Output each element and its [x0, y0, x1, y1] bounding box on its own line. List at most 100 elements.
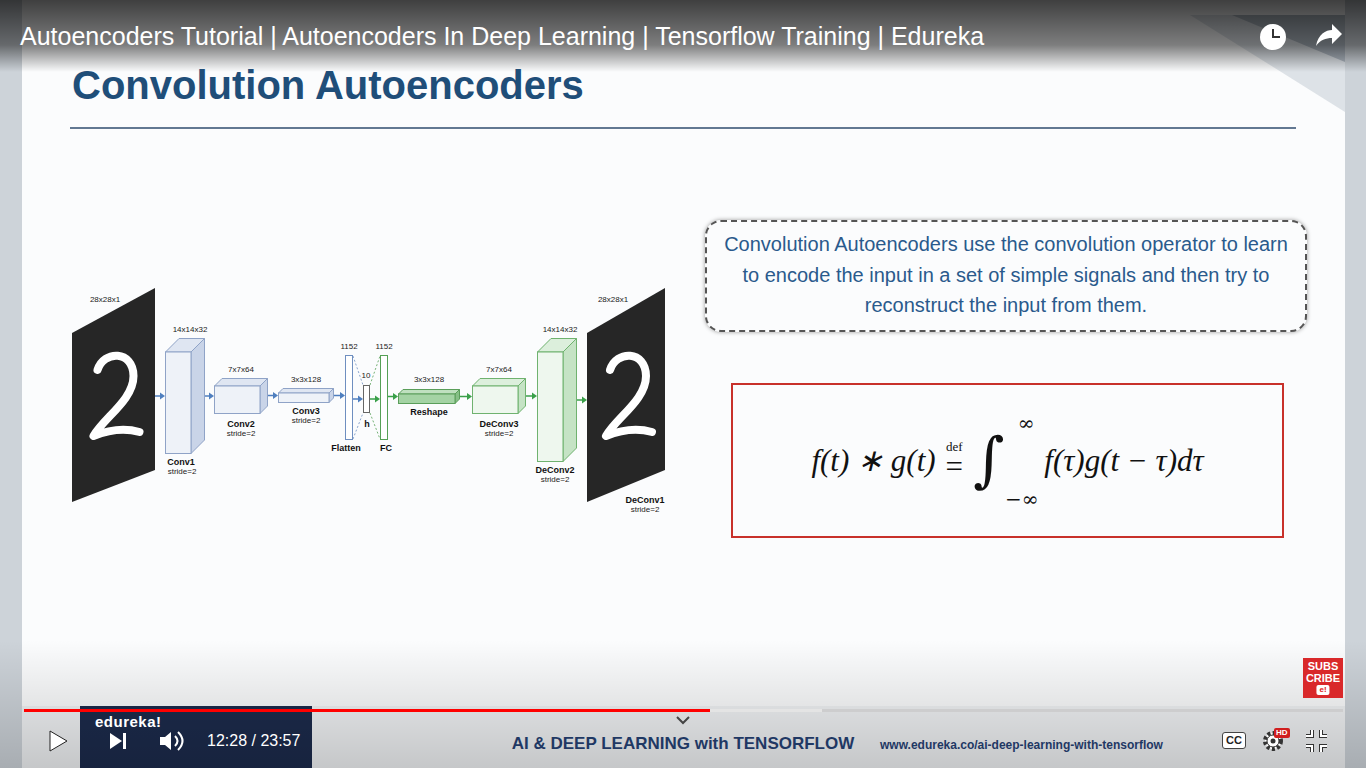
layer-arrow: [268, 392, 278, 399]
arrow-head: [375, 396, 380, 403]
video-title: Autoencoders Tutorial | Autoencoders In …: [20, 22, 984, 51]
layer-shape: [278, 388, 334, 403]
box-front-face: [473, 386, 519, 414]
box-top-face: [473, 379, 526, 387]
gear-hub: [1271, 739, 1276, 744]
layer-name: DeConv3: [479, 420, 518, 429]
arrow-head: [209, 393, 214, 400]
arrow-head: [358, 396, 363, 403]
arrow-head: [393, 393, 398, 400]
subscribe-text: CRIBE: [1306, 672, 1340, 684]
layer-name: DeConv1: [625, 496, 664, 505]
time-display: 12:28 / 23:57: [207, 732, 300, 750]
layer-shape: [363, 385, 370, 413]
feature-map-layer: 7x7x64DeConv3stride=2: [472, 378, 526, 414]
box-side-face: [260, 379, 268, 414]
def-stack: def=: [946, 440, 963, 481]
layer-shape: [345, 355, 353, 440]
next-icon: [110, 733, 122, 749]
def-mark: def: [946, 440, 963, 453]
stride-label: stride=2: [292, 417, 321, 425]
feature-map-layer: 3x3x128Conv3stride=2: [278, 388, 334, 403]
formula-term: f(t) ∗ g(t): [811, 442, 935, 479]
feature-map-layer: 14x14x32DeConv2stride=2: [537, 338, 577, 462]
box-side-face: [329, 389, 334, 403]
formula-box: f(t) ∗ g(t)def=∫∞−∞f(τ)g(t − τ)dτ: [731, 383, 1284, 538]
layer-name: FC: [380, 444, 392, 453]
dimension-label: 28x28x1: [90, 296, 120, 304]
layer-arrow: [205, 393, 214, 400]
formula-term: f(τ)g(t − τ)dτ: [1044, 443, 1203, 479]
feature-map-layer: 3x3x128Reshape: [398, 389, 460, 404]
box-front-face: [279, 393, 330, 403]
arrow-head: [273, 392, 278, 399]
vector-bar: [364, 386, 370, 413]
watch-later-icon: [1260, 24, 1286, 50]
watch-later-hands: [1273, 29, 1280, 37]
box-front-face: [399, 394, 456, 404]
image-panel: [72, 288, 155, 502]
lower-limit: −∞: [1005, 489, 1038, 509]
vector-layer: 10h: [363, 385, 370, 413]
dashed-projection: [353, 356, 363, 385]
share-icon: [1316, 24, 1342, 46]
dashed-projection: [370, 356, 380, 385]
layer-shape: [537, 338, 577, 462]
dimension-label: 3x3x128: [291, 376, 321, 384]
layer-name: DeConv2: [535, 466, 574, 475]
volume-wave: [175, 736, 178, 746]
dimension-label: 28x28x1: [598, 296, 628, 304]
stride-label: stride=2: [541, 476, 570, 484]
dimension-label: 1152: [340, 343, 357, 351]
arrow-line: [460, 396, 468, 398]
fullscreen-exit-icon: [1306, 730, 1327, 752]
stride-label: stride=2: [485, 430, 514, 438]
box-side-face: [518, 379, 526, 414]
vector-layer: 1152Flatten: [345, 355, 353, 440]
cc-button: CC: [1222, 732, 1246, 749]
title-underline: [70, 127, 1296, 129]
dimension-label: 14x14x32: [543, 326, 578, 334]
description-box: Convolution Autoencoders use the convolu…: [705, 220, 1307, 332]
course-url: www.edureka.co/ai-deep-learning-with-ten…: [880, 738, 1163, 752]
chevron-icon: [677, 717, 689, 723]
layer-arrow: [460, 393, 472, 400]
arrow-head: [340, 392, 345, 399]
layer-shape: [72, 288, 155, 502]
handwritten-digit: [94, 356, 140, 436]
layer-shape: [380, 355, 388, 440]
volume-icon: [160, 732, 171, 750]
dimension-label: 7x7x64: [228, 366, 254, 374]
subscribe-logo: e!: [1316, 685, 1329, 695]
dashed-projection: [370, 413, 380, 439]
box-front-face: [166, 352, 192, 454]
stride-label: stride=2: [168, 468, 197, 476]
formula-row: f(t) ∗ g(t)def=∫∞−∞f(τ)g(t − τ)dτ: [811, 413, 1203, 509]
layer-name: Conv2: [227, 420, 255, 429]
volume-wave: [178, 732, 183, 750]
arrow-head: [467, 393, 472, 400]
layer-shape: [214, 378, 268, 414]
image-panel-node: 28x28x1DeConv1stride=2: [587, 288, 665, 502]
vector-bar: [381, 356, 388, 440]
vector-layer: 1152FC: [380, 355, 388, 440]
vector-bar: [346, 356, 353, 440]
layer-name: Conv1: [167, 458, 195, 467]
integral-group: ∫∞−∞: [973, 413, 1038, 509]
dimension-label: 7x7x64: [486, 366, 512, 374]
layer-name: Conv3: [292, 407, 320, 416]
slide-title: Convolution Autoencoders: [72, 61, 584, 109]
dimension-label: 10: [362, 372, 371, 380]
box-top-face: [215, 379, 268, 387]
image-panel-node: 28x28x1: [72, 288, 155, 502]
stride-label: stride=2: [227, 430, 256, 438]
subscribe-text: SUBS: [1308, 660, 1339, 672]
layer-shape: [398, 389, 460, 404]
upper-limit: ∞: [1018, 413, 1035, 433]
next-icon-bar: [123, 733, 126, 749]
play-icon: [50, 731, 67, 751]
box-front-face: [215, 386, 261, 414]
layer-arrow: [577, 397, 587, 404]
image-panel: [587, 288, 665, 502]
